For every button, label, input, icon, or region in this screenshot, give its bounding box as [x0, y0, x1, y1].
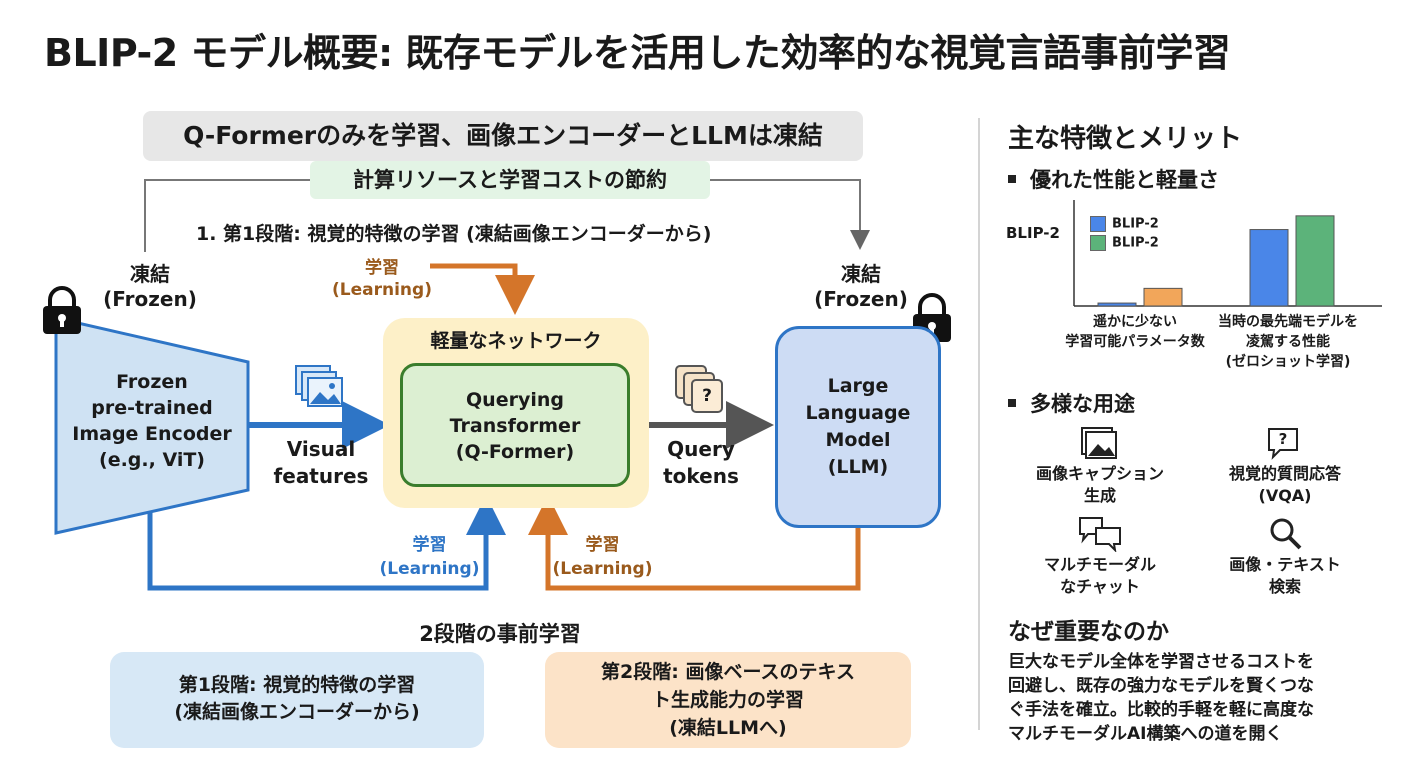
training-banner: Q-Formerのみを学習、画像エンコーダーとLLMは凍結 [143, 111, 863, 161]
page-title: BLIP-2 モデル概要: 既存モデルを活用した効率的な視覚言語事前学習 [44, 31, 1231, 75]
use-vqa: 視覚的質問応答(VQA) [1228, 464, 1341, 505]
cost-saving-banner: 計算リソースと学習コストの節約 [310, 161, 710, 199]
learning-label-left: 学習(Learning) [379, 535, 480, 579]
lock-icon-left [43, 286, 81, 334]
learning-right-loop [528, 495, 861, 591]
frozen-label-left: 凍結(Frozen) [103, 262, 197, 311]
chart-bar-1-1 [1295, 215, 1335, 307]
use-image-text-search: 画像・テキスト検索 [1229, 555, 1341, 596]
chart-category-1: 遥かに少ない学習可能パラメータ数 [1065, 314, 1205, 350]
bullet-uses: 多様な用途 [1008, 388, 1135, 418]
chat-bubbles-icon [1079, 517, 1121, 552]
question-mark: ? [1278, 430, 1288, 448]
learning-label-right: 学習(Learning) [552, 535, 653, 579]
chart-bar-0-1 [1143, 287, 1183, 307]
stage1-box: 第1段階: 視覚的特徴の学習(凍結画像エンコーダーから) [110, 652, 484, 748]
features-heading: 主な特徴とメリット [1008, 124, 1243, 154]
query-token-icon [675, 365, 723, 413]
use-image-caption: 画像キャプション生成 [1035, 464, 1164, 505]
legend-item-2: BLIP-2 [1090, 235, 1159, 251]
chart-ylabel: BLIP-2 [1006, 224, 1060, 242]
legend-swatch-blue [1090, 216, 1106, 232]
chart-bar-1-0 [1249, 229, 1289, 307]
why-text: 巨大なモデル全体を学習させるコストを回避し、既存の強力なモデルを賢くつな ぐ手法… [1008, 652, 1314, 744]
lightweight-network-label: 軽量なネットワーク [430, 330, 602, 352]
legend-item-1: BLIP-2 [1090, 216, 1159, 232]
learning-top-arrow [430, 263, 535, 315]
why-heading: なぜ重要なのか [1008, 619, 1169, 645]
learning-left-loop [147, 495, 506, 591]
bullet-performance: 優れた性能と軽量さ [1008, 164, 1219, 194]
use-multimodal-chat: マルチモーダルなチャット [1043, 555, 1156, 596]
learning-label-top: 学習(Learning) [332, 258, 432, 300]
performance-chart [1073, 200, 1382, 307]
diagram-connectors [43, 179, 951, 591]
image-encoder-shape [54, 316, 250, 535]
search-icon [1270, 518, 1302, 550]
frozen-bracket-line [144, 179, 860, 252]
chart-bar-0-0 [1097, 302, 1137, 307]
chart-category-2: 当時の最先端モデルを凌駕する性能(ゼロショット学習) [1218, 314, 1358, 370]
query-mark: ? [702, 386, 712, 406]
stage2-box: 第2段階: 画像ベースのテキスト生成能力の学習(凍結LLMへ) [545, 652, 911, 748]
legend-swatch-green [1090, 235, 1106, 251]
image-stack-icon [295, 365, 343, 407]
question-bubble-icon [1268, 428, 1298, 460]
two-stage-title: 2段階の事前学習 [419, 622, 581, 646]
image-icon [1081, 427, 1117, 459]
stage1-label: 1. 第1段階: 視覚的特徴の学習 (凍結画像エンコーダーから) [196, 223, 712, 245]
panel-divider [978, 118, 980, 730]
frozen-label-right: 凍結(Frozen) [814, 262, 908, 311]
